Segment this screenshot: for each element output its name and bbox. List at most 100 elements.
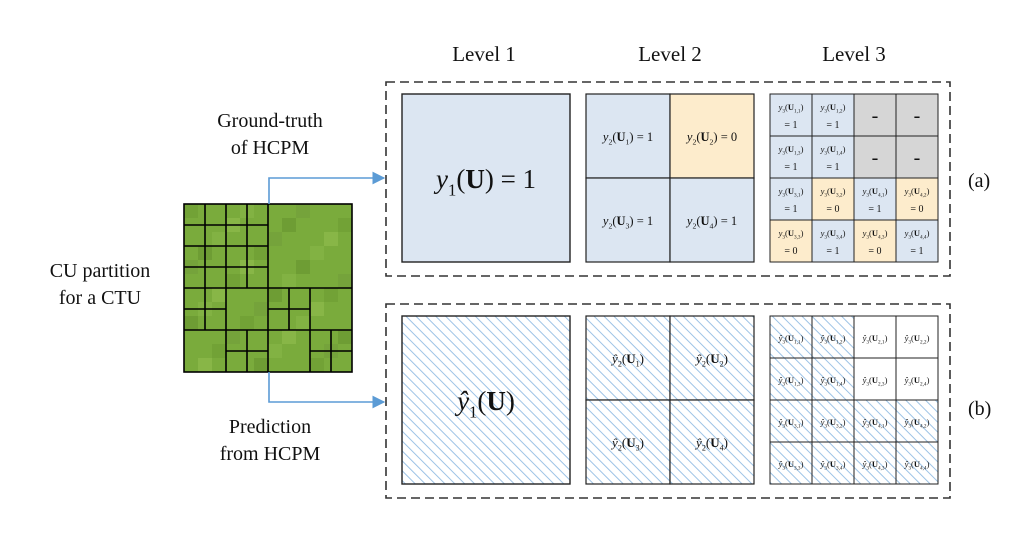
b-level2-cell <box>585 315 671 401</box>
ctu-texture-patch <box>240 316 254 330</box>
ctu-texture-patch <box>310 302 324 316</box>
a-level3-label: - <box>872 105 879 127</box>
b-level3-label: ŷ3(U3,4) <box>820 459 846 471</box>
a-level2-cell <box>585 93 671 179</box>
ctu-texture-patch <box>212 232 226 246</box>
a-level3-cell <box>853 93 897 137</box>
a-level3-label: y3(U3,1) <box>778 186 804 198</box>
ctu-texture-patch <box>296 260 310 274</box>
b-level3-label: ŷ3(U4,2) <box>904 417 930 429</box>
prediction-label-line1: Prediction <box>228 416 312 438</box>
a-level3-label: y3(U4,3) <box>862 228 888 240</box>
a-level2-cell <box>669 93 755 179</box>
b-level3-label: ŷ3(U1,2) <box>820 333 846 345</box>
a-level2-label: y2(U4) = 1 <box>685 214 737 231</box>
a-level3-cell <box>853 219 897 263</box>
b-level2-cell <box>585 399 671 485</box>
b-level3-cell <box>895 399 939 443</box>
ctu-texture-patch <box>338 330 352 344</box>
ctu-texture-patch <box>198 358 212 372</box>
b-level2-label: ŷ2(U3) <box>610 435 644 453</box>
panel-b-tag: (b) <box>968 398 992 420</box>
a-level3-value: = 1 <box>784 120 797 131</box>
b-level2-label: ŷ2(U2) <box>694 351 728 369</box>
a-level3-value: = 1 <box>784 204 797 215</box>
a-level3-label: y3(U4,4) <box>904 228 930 240</box>
b-level2-cell <box>669 399 755 485</box>
b-level3-label: ŷ3(U4,1) <box>862 417 888 429</box>
ctu-texture-patch <box>184 316 198 330</box>
panel-b-frame <box>385 303 951 499</box>
a-level3-label: y3(U3,2) <box>820 186 846 198</box>
cu-partition-label-line1: CU partition <box>49 260 151 282</box>
level-2-header: Level 2 <box>638 42 702 66</box>
level-3-header: Level 3 <box>822 42 886 66</box>
a-level3-label: y3(U1,2) <box>820 102 846 114</box>
b-level3-label: ŷ3(U2,2) <box>904 333 930 345</box>
panel-a-frame <box>385 81 951 277</box>
a-level3-label: y3(U1,3) <box>778 144 804 156</box>
a-level3-value: = 0 <box>784 246 797 257</box>
ground-truth-label-line1: Ground-truth <box>217 110 323 132</box>
ctu-texture-patch <box>282 274 296 288</box>
ctu-partition-image <box>183 203 353 373</box>
a-level2-cell <box>669 177 755 263</box>
ctu-texture-patch <box>268 288 282 302</box>
a-level3-label: - <box>914 105 921 127</box>
ctu-texture-patch <box>212 344 226 358</box>
arrow-to-ground-truth <box>268 171 386 204</box>
a-level3-value: = 1 <box>826 162 839 173</box>
b-level3-label: ŷ3(U3,3) <box>778 459 804 471</box>
a-level3-value: = 1 <box>826 120 839 131</box>
ctu-texture-patch <box>338 274 352 288</box>
b-level3-label: ŷ3(U4,4) <box>904 459 930 471</box>
ctu-texture-patch <box>310 358 324 372</box>
ground-truth-label-line2: of HCPM <box>230 137 310 159</box>
prediction-label-line2: from HCPM <box>219 443 321 465</box>
a-level3-cell <box>769 219 813 263</box>
a-level2-label: y2(U3) = 1 <box>601 214 653 231</box>
a-level2-cell <box>585 177 671 263</box>
ctu-texture-patch <box>268 344 282 358</box>
a-level3-value: = 1 <box>784 162 797 173</box>
a-level3-cell <box>811 93 855 137</box>
level-1-header: Level 1 <box>452 42 516 66</box>
a-level1-label: y1(U) = 1 <box>433 164 536 200</box>
ctu-texture-patch <box>254 358 268 372</box>
cu-partition-label-line2: for a CTU <box>58 287 142 309</box>
a-level3-label: y3(U1,1) <box>778 102 804 114</box>
a-level3-value: = 0 <box>826 204 839 215</box>
ctu-texture-patch <box>226 330 240 344</box>
b-level3-label: ŷ3(U3,1) <box>778 417 804 429</box>
b-level1-label: ŷ1(U) <box>454 386 515 422</box>
a-level3-label: - <box>872 147 879 169</box>
ctu-texture-patch <box>324 232 338 246</box>
b-level3-cell <box>853 357 897 401</box>
b-level3-cell <box>769 357 813 401</box>
a-level3-cell <box>769 177 813 221</box>
a-level1-cell <box>401 93 571 263</box>
a-level3-label: - <box>914 147 921 169</box>
b-level3-cell <box>811 357 855 401</box>
a-level3-value: = 1 <box>910 246 923 257</box>
ctu-texture-patch <box>226 274 240 288</box>
a-level3-label: y3(U4,1) <box>862 186 888 198</box>
a-level3-label: y3(U1,4) <box>820 144 846 156</box>
b-level3-label: ŷ3(U1,1) <box>778 333 804 345</box>
a-level3-label: y3(U4,2) <box>904 186 930 198</box>
a-level2-label: y2(U2) = 0 <box>685 130 737 147</box>
a-level3-label: y3(U3,3) <box>778 228 804 240</box>
ground-truth-label: Ground-truth of HCPM <box>170 108 370 162</box>
ctu-texture-patch <box>184 204 198 218</box>
arrow-to-prediction <box>268 372 386 409</box>
a-level3-label: y3(U3,4) <box>820 228 846 240</box>
panel-a-tag: (a) <box>968 170 991 192</box>
b-level3-label: ŷ3(U4,3) <box>862 459 888 471</box>
a-level3-cell <box>895 219 939 263</box>
ctu-texture-patch <box>282 218 296 232</box>
b-level3-label: ŷ3(U3,2) <box>820 417 846 429</box>
b-level1-cell <box>401 315 571 485</box>
b-level3-label: ŷ3(U1,4) <box>820 375 846 387</box>
